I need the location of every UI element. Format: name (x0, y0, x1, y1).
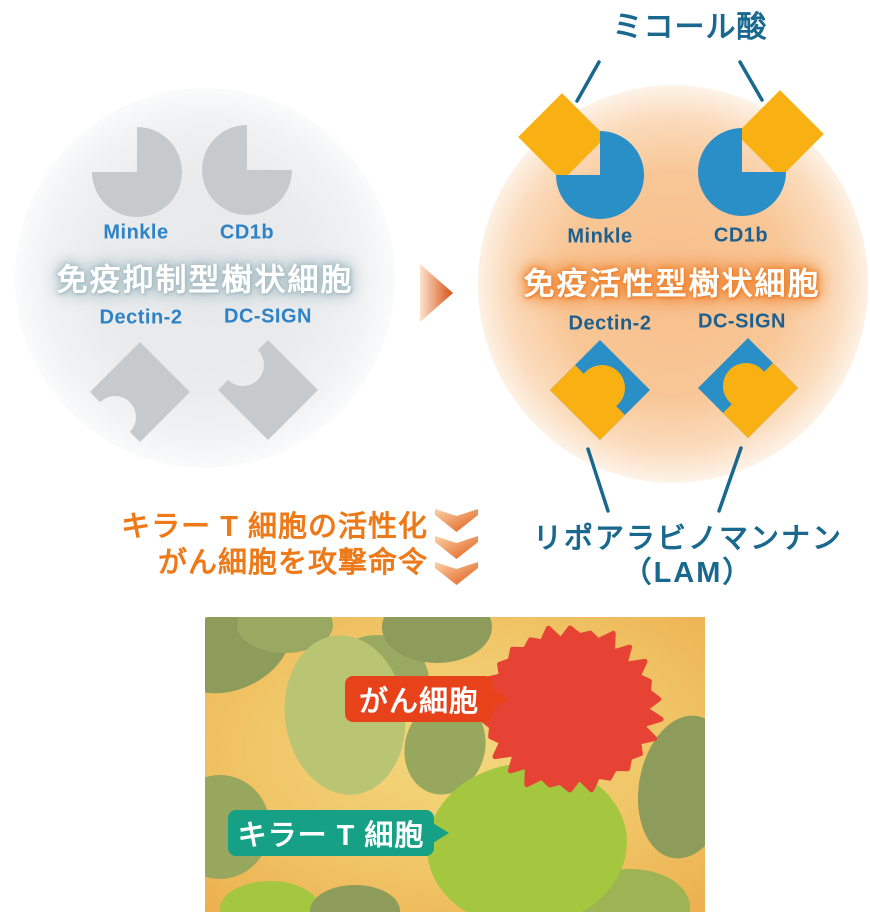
tissue-blob (382, 617, 492, 663)
activation-note-line2: がん細胞を攻撃命令 (157, 547, 428, 579)
tissue-blob (638, 715, 705, 859)
lam-connector-line (717, 446, 743, 513)
mycolic-acid-connector-line (575, 60, 601, 103)
activated-dectin2-receptor-icon (550, 340, 650, 440)
cd1b-receptor-blue-icon (698, 128, 786, 216)
cancer-cell-badge-label: がん細胞 (358, 686, 479, 718)
suppressed-dectin2-label: Dectin-2 (99, 306, 183, 329)
cell-illustration: がん細胞 キラー T 細胞 (205, 617, 705, 912)
activated-cd1b-receptor-icon (698, 90, 824, 216)
transition-arrow-icon (420, 264, 453, 322)
mycolic-acid-ligand-icon (736, 90, 824, 178)
activated-dcsign-label: DC-SIGN (698, 310, 786, 333)
minkle-receptor-blue-icon (556, 131, 644, 219)
killer-t-cell-blob (427, 762, 627, 912)
suppressed-cell-title: 免疫抑制型樹状細胞 (56, 262, 354, 298)
dcsign-receptor-gray-icon (218, 340, 318, 440)
activated-cd1b-label: CD1b (713, 224, 769, 247)
suppressed-cell-glow (15, 88, 395, 468)
minkle-receptor-gray-icon (92, 127, 182, 217)
tissue-blob (310, 885, 400, 912)
activated-dectin2-label: Dectin-2 (568, 312, 652, 335)
activated-minkle-label: Minkle (567, 225, 633, 248)
dectin2-receptor-gray-icon (90, 342, 190, 442)
activation-chevron-icon (435, 509, 478, 532)
killer-t-cell-badge: キラー T 細胞 (228, 810, 449, 856)
lam-connector-line (586, 447, 610, 513)
mycolic-acid-label: ミコール酸 (612, 11, 768, 44)
activated-minkle-receptor-icon (518, 93, 644, 219)
activated-cell-title: 免疫活性型樹状細胞 (523, 266, 821, 302)
suppressed-cd1b-label: CD1b (219, 221, 275, 244)
suppressed-minkle-label: Minkle (103, 221, 169, 244)
cell-illustration-art (205, 617, 705, 912)
tissue-blob (237, 617, 333, 653)
killer-t-cell-badge-label: キラー T 細胞 (237, 820, 425, 852)
lam-ligand-knob-icon (579, 365, 625, 411)
mycolic-acid-connector-line (738, 60, 764, 102)
mycolic-acid-ligand-icon (518, 93, 606, 181)
lam-ligand-knob-icon (723, 363, 769, 409)
cd1b-receptor-gray-icon (202, 125, 292, 215)
lam-label-line1: リポアラビノマンナン (532, 523, 844, 555)
activation-chevron-icon (435, 562, 478, 585)
tissue-blob (404, 699, 486, 795)
cancer-cell-badge: がん細胞 (345, 676, 508, 722)
activation-chevron-icon (435, 536, 478, 559)
lam-label-line2: （LAM） (622, 557, 754, 589)
cancer-cell-blob (476, 625, 664, 793)
suppressed-dcsign-label: DC-SIGN (224, 305, 312, 328)
activated-dcsign-receptor-icon (698, 338, 798, 438)
activation-note-line1: キラー T 細胞の活性化 (121, 511, 428, 543)
tissue-blob (220, 881, 320, 912)
activation-note: キラー T 細胞の活性化 がん細胞を攻撃命令 (121, 509, 428, 581)
